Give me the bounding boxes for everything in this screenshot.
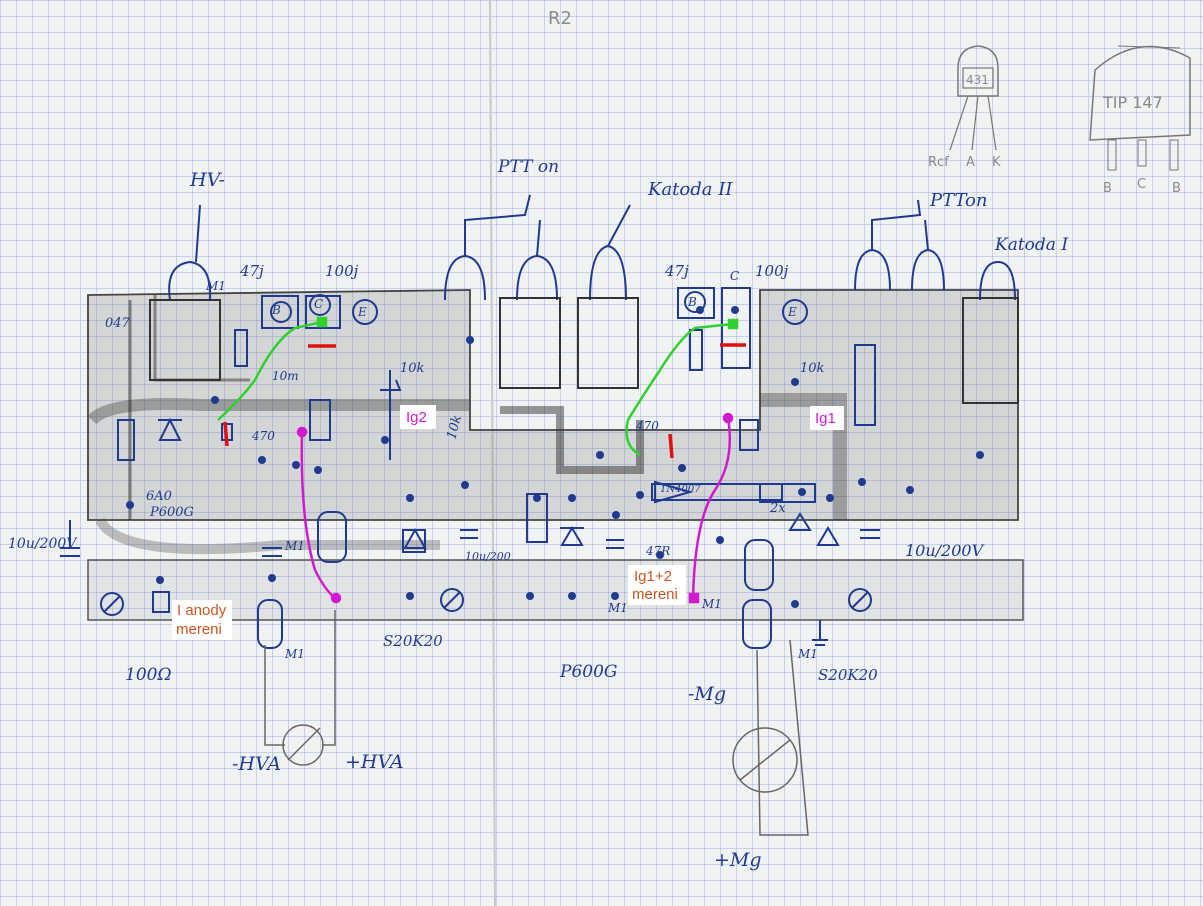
pin-c-right: C: [730, 269, 739, 283]
annotation-ig2: Ig2: [406, 409, 427, 426]
label-hv-minus: HV-: [189, 169, 225, 191]
label-s20k20-left: S20K20: [383, 632, 443, 650]
label-p600g-left: P600G: [149, 505, 194, 520]
label-10u-200-mid: 10u/200: [465, 550, 511, 563]
label-katoda-2: Katoda II: [647, 179, 733, 200]
label-m1-b: M1: [284, 647, 305, 661]
label-100j-left: 100j: [325, 262, 359, 280]
transistor-431-label: 431: [966, 73, 989, 87]
annotation-ig12-line1: Ig1+2: [634, 568, 672, 585]
label-p600g-bottom: P600G: [559, 662, 617, 682]
label-10k-mid: 10k: [444, 413, 465, 441]
ianody-box: [172, 600, 232, 640]
page-code: R2: [548, 8, 572, 29]
label-katoda-1: Katoda I: [994, 235, 1068, 255]
ig1-box: [810, 406, 844, 430]
label-mg-plus: +Mg: [714, 849, 762, 871]
label-ptt-on-right: PTTon: [929, 190, 988, 211]
pin-anode: A: [966, 155, 975, 170]
ig12-box: [628, 565, 686, 605]
label-47r: 47R: [645, 544, 670, 558]
label-m1-top: M1: [205, 279, 226, 293]
pin-cathode: K: [992, 155, 1001, 170]
label-hva-plus: +HVA: [345, 751, 404, 773]
solder-pads: [126, 306, 984, 608]
label-10u-200v-left: 10u/200V: [8, 536, 78, 552]
label-s20k20-right: S20K20: [818, 666, 878, 684]
lower-components: [60, 493, 880, 649]
tip-pin-c: C: [1137, 177, 1146, 192]
anode-current-meter: [282, 724, 324, 766]
label-m1-c: M1: [607, 601, 628, 615]
pin-b-left: B: [271, 303, 281, 317]
ig2-box: [400, 405, 436, 429]
meter-wiring: [264, 610, 809, 836]
pin-e-right: E: [787, 305, 797, 319]
label-10k-left: 10k: [400, 361, 425, 376]
label-m1-a: M1: [284, 539, 305, 553]
annotation-ig12-line2: mereni: [632, 586, 678, 603]
pin-ref: Rcf: [928, 155, 949, 170]
pin-e-left: E: [357, 305, 367, 319]
label-047: 047: [105, 316, 131, 331]
transistor-431-sketch: 431 Rcf A K: [928, 45, 1001, 170]
label-470-left: 470: [251, 429, 275, 443]
label-10k-right: 10k: [800, 361, 825, 376]
label-mg-minus: -Mg: [688, 683, 726, 705]
label-10m: 10m: [272, 369, 299, 383]
tip147-sketch: TIP 147 B C B: [1089, 45, 1191, 196]
grid-current-meter: [732, 727, 798, 793]
component-outlines: [149, 194, 1019, 404]
label-100r: 100Ω: [125, 665, 172, 685]
label-47j-left: 47j: [239, 262, 264, 280]
tip-pin-b: B: [1103, 181, 1112, 196]
label-ptt-on-left: PTT on: [497, 157, 559, 177]
label-10u-200v-right: 10u/200V: [905, 541, 985, 560]
pcb-board: [87, 289, 1024, 621]
pin-b-right: B: [687, 295, 697, 309]
paper-fold: [489, 0, 496, 906]
green-wires: [217, 316, 739, 457]
label-hva-minus: -HVA: [232, 753, 281, 775]
tip-pin-b2: B: [1172, 181, 1181, 196]
tip147-label: TIP 147: [1102, 93, 1163, 112]
label-100j-right: 100j: [755, 262, 789, 280]
left-transistor-block: [117, 294, 402, 461]
label-m1-e: M1: [797, 647, 818, 661]
ink-labels: HV- PTT on Katoda II PTTon Katoda I 47j …: [8, 157, 1068, 871]
red-markers: [223, 343, 746, 459]
right-transistor-block: [651, 287, 876, 504]
annotation-ig1: Ig1: [815, 410, 836, 427]
label-47j-right: 47j: [664, 262, 689, 280]
label-6a0: 6A0: [146, 489, 172, 504]
label-1n4007: 1N4007: [660, 484, 701, 495]
label-470-right: 470: [635, 419, 659, 433]
annotation-ianody-line1: I anody: [177, 602, 227, 619]
magenta-wires: [296, 412, 734, 604]
label-m1-d: M1: [701, 597, 722, 611]
label-2x: 2x: [769, 501, 786, 516]
annotation-ianody-line2: mereni: [176, 621, 222, 638]
pin-c-left: C: [314, 297, 323, 311]
annotations: Ig2 Ig1 Ig1+2 mereni I anody mereni: [172, 405, 844, 640]
